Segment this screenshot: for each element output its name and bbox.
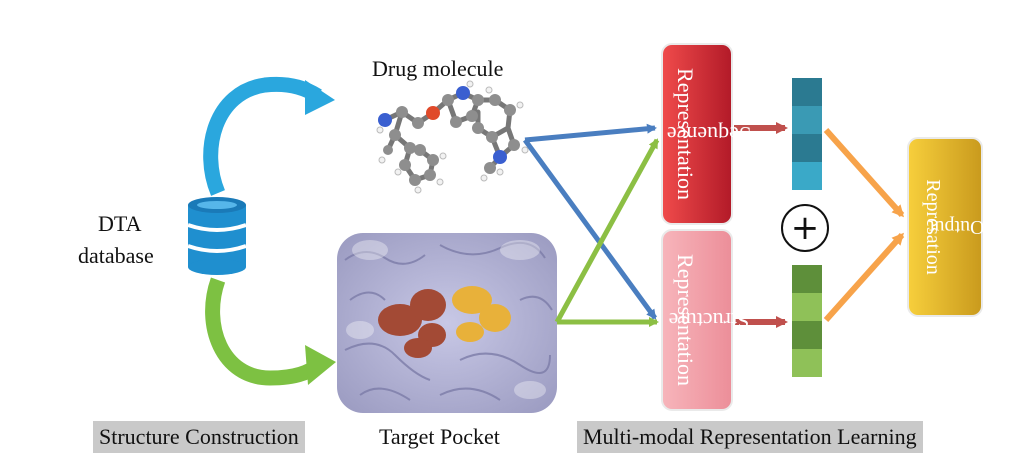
output-label-line1: Output [929, 216, 985, 238]
target-pocket-caption: Target Pocket [379, 424, 500, 449]
pocket-to-sequence-arrow [554, 138, 660, 324]
sequence-representation-label: Sequence Representation [662, 44, 751, 224]
curved-blue-arrow [203, 76, 335, 196]
sequence-vector-to-output-arrow [823, 128, 905, 218]
structure-construction-caption: Structure Construction [93, 421, 305, 453]
drug-to-structure-arrow [522, 138, 658, 320]
drug-to-sequence-arrow [524, 123, 657, 143]
database-icon [187, 197, 247, 275]
concat-circle [781, 204, 829, 252]
output-representation-box [907, 137, 983, 317]
structure-vector-to-output-arrow [823, 232, 905, 322]
drug-molecule-label: Drug molecule [372, 56, 504, 81]
drug-molecule-image [376, 80, 529, 194]
structure-representation-box [661, 229, 733, 411]
target-pocket-image [337, 233, 557, 413]
structure-feature-vector [792, 265, 822, 377]
sequence-feature-vector [792, 78, 822, 190]
sequence-representation-box [661, 43, 733, 225]
curved-green-arrow [205, 277, 336, 386]
structure-label-line1: Structure [668, 308, 750, 333]
sequence-label-line1: Sequence [666, 122, 752, 147]
dta-database-label-line1: DTA [98, 211, 142, 236]
plus-symbol: + [790, 208, 820, 248]
structure-representation-label: Structure Representation [662, 230, 750, 410]
output-representation-label: Output Represation [908, 138, 985, 316]
multimodal-learning-caption: Multi-modal Representation Learning [577, 421, 923, 453]
dta-database-label-line2: database [78, 243, 154, 268]
